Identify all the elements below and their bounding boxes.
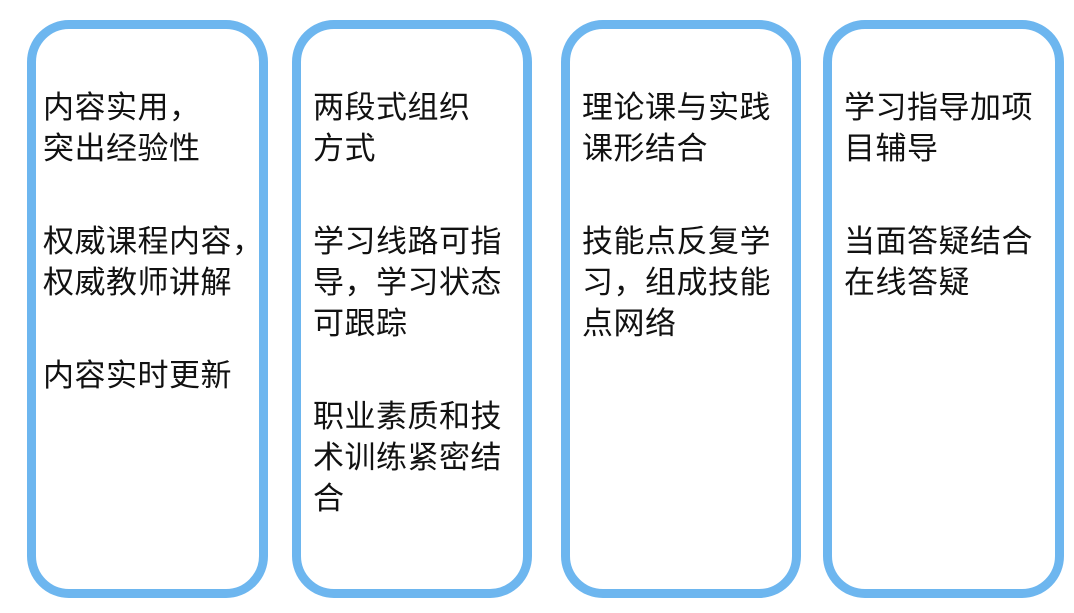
card-2: 两段式组织 方式 学习线路可指 导，学习状态 可跟踪 职业素质和技 术训练紧密结…	[292, 20, 532, 598]
card-paragraph: 学习指导加项 目辅导	[844, 88, 1049, 170]
text-line: 导，学习状态	[313, 265, 502, 301]
text-line: 术训练紧密结	[313, 440, 502, 476]
text-line: 职业素质和技	[313, 399, 502, 435]
text-line: 内容实用，	[43, 90, 201, 126]
text-line: 目辅导	[844, 131, 939, 167]
text-line: 内容实时更新	[43, 358, 232, 394]
text-line: 当面答疑结合	[844, 224, 1033, 260]
card-paragraph: 当面答疑结合 在线答疑	[844, 222, 1049, 304]
card-paragraph: 权威课程内容， 权威教师讲解	[43, 222, 264, 304]
text-line: 两段式组织	[313, 90, 471, 126]
text-line: 学习线路可指	[313, 224, 502, 260]
text-line: 可跟踪	[313, 306, 408, 342]
card-paragraph: 学习线路可指 导，学习状态 可跟踪	[313, 222, 517, 345]
text-line: 方式	[313, 131, 376, 167]
card-paragraph: 职业素质和技 术训练紧密结 合	[313, 397, 517, 520]
card-paragraph: 理论课与实践 课形结合	[582, 88, 786, 170]
text-line: 课形结合	[582, 131, 708, 167]
text-line: 习，组成技能	[582, 265, 771, 301]
card-paragraph: 内容实时更新	[43, 356, 253, 397]
text-line: 技能点反复学	[582, 224, 771, 260]
card-paragraph: 内容实用， 突出经验性	[43, 88, 253, 170]
text-line: 学习指导加项	[844, 90, 1033, 126]
text-line: 突出经验性	[43, 131, 201, 167]
text-line: 在线答疑	[844, 265, 970, 301]
text-line: 点网络	[582, 306, 677, 342]
card-1: 内容实用， 突出经验性 权威课程内容， 权威教师讲解 内容实时更新	[27, 20, 268, 598]
card-paragraph: 两段式组织 方式	[313, 88, 517, 170]
card-3: 理论课与实践 课形结合 技能点反复学 习，组成技能 点网络	[561, 20, 801, 598]
text-line: 权威教师讲解	[43, 265, 232, 301]
text-line: 权威课程内容，	[43, 224, 264, 260]
card-4: 学习指导加项 目辅导 当面答疑结合 在线答疑	[823, 20, 1064, 598]
card-paragraph: 技能点反复学 习，组成技能 点网络	[582, 222, 786, 345]
text-line: 合	[313, 481, 345, 517]
text-line: 理论课与实践	[582, 90, 771, 126]
